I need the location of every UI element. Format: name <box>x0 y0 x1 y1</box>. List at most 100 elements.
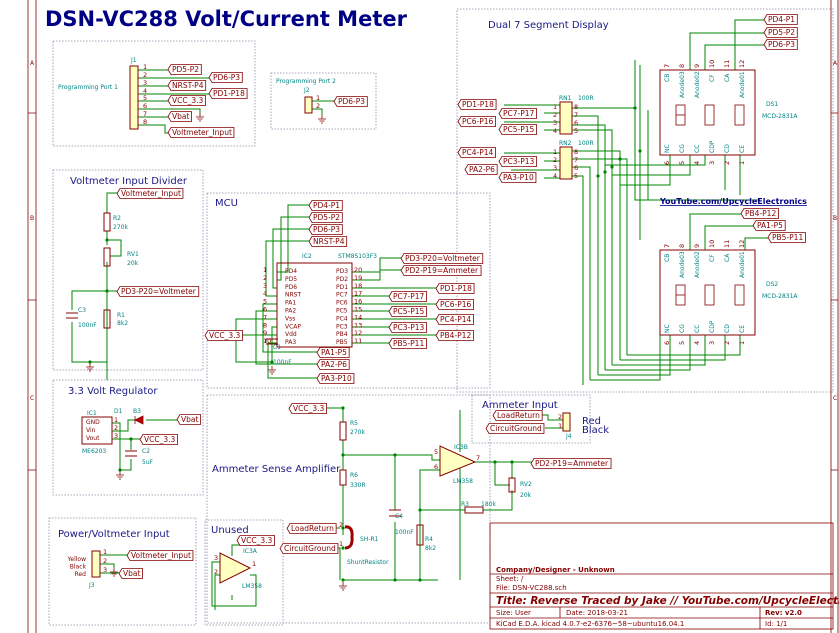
resistor-r6 <box>339 469 347 486</box>
net-label: VCC_3.3 <box>144 435 176 444</box>
net-label: Vbat <box>123 569 140 578</box>
ref-c3: C3 <box>78 307 86 314</box>
ic2-box <box>276 262 353 348</box>
net-label-outline <box>457 116 496 127</box>
value-shunt: ShuntResistor <box>347 559 389 566</box>
section-title-unused: Unused <box>211 525 249 536</box>
value-ds2: MCD-2831A <box>762 293 798 300</box>
pin-number: 1 <box>316 94 320 102</box>
net-label: PB4-P12 <box>440 331 471 340</box>
pin-name: CD <box>724 324 731 333</box>
pin-number: 6 <box>574 119 578 127</box>
ref-r1: R1 <box>117 312 125 319</box>
net-label-outline <box>752 220 786 231</box>
pin-name: Anode02 <box>694 71 701 98</box>
pin-number: 11 <box>723 60 731 68</box>
net-label: PC6-P16 <box>462 117 494 126</box>
net-label: PC4-P14 <box>440 315 472 324</box>
net-label-outline <box>400 265 482 276</box>
pin-number: 8 <box>263 321 267 329</box>
net-label: PD3-P20=Voltmeter <box>405 254 481 263</box>
pin-name: PB4 <box>336 331 348 338</box>
potentiometer-rv2 <box>508 477 516 493</box>
pin-name: Anode03 <box>679 71 686 98</box>
opamp-ic3b <box>439 445 477 477</box>
pin-number: 11 <box>354 337 362 345</box>
net-label: PC3-P13 <box>393 323 425 332</box>
pin-number: 2 <box>723 161 731 165</box>
value-rv1: 20k <box>127 260 139 267</box>
ref-j2: J2 <box>303 87 310 94</box>
pin-name: CC <box>694 145 701 153</box>
ref-ic3a: IC3A <box>243 548 258 555</box>
net-label: VCC_3.3 <box>293 404 325 413</box>
pin-number: 6 <box>663 341 671 345</box>
pin-name: CA <box>724 73 731 82</box>
pin-number: 11 <box>723 240 731 248</box>
kicad-version: KiCad E.D.A. kicad 4.0.7-e2-6376~58~ubun… <box>496 620 684 628</box>
pin-number: 12 <box>738 60 746 68</box>
value-ic3a: LM358 <box>242 583 262 590</box>
resistor-network-rn2 <box>559 146 573 180</box>
pin-name: Anode01 <box>739 71 746 98</box>
net-label: PC6-P16 <box>440 300 472 309</box>
value-r5: 270k <box>350 429 365 436</box>
net-label-outline <box>457 147 496 158</box>
ref-d1: D1 <box>114 408 123 415</box>
value-rn1: 100R <box>578 95 594 102</box>
display-ds2 <box>659 249 756 336</box>
pin-number: 6 <box>574 164 578 172</box>
pin-number: 10 <box>708 60 716 68</box>
pin-number: 6 <box>663 161 671 165</box>
net-label-outline <box>126 550 194 561</box>
pin-number: 2 <box>114 424 118 432</box>
ref-j4: J4 <box>565 433 572 440</box>
ref-rv2: RV2 <box>520 481 532 488</box>
pin-number: 8 <box>574 103 578 111</box>
net-label-outline <box>208 88 248 99</box>
youtube-link[interactable]: YouTube.com/UpcycleElectronics <box>659 197 807 206</box>
net-label: PD2-P19=Ammeter <box>405 266 479 275</box>
net-label: Vbat <box>172 112 189 121</box>
ref-j3: J3 <box>88 582 95 589</box>
pin-number: 14 <box>354 313 362 321</box>
value-rn2: 100R <box>578 140 594 147</box>
ref-r5: R5 <box>350 420 358 427</box>
net-label: Voltmeter_Input <box>172 128 232 137</box>
net-label-outline <box>279 543 339 554</box>
net-label: PB4-P12 <box>745 209 776 218</box>
net-label: PA3-P10 <box>503 173 534 182</box>
pin-number: 16 <box>354 298 362 306</box>
pin-number: 19 <box>354 274 362 282</box>
pin-number: 12 <box>738 240 746 248</box>
pin-number: 1 <box>252 560 256 568</box>
zone-marker-right: A <box>833 60 838 67</box>
pin-number: 5 <box>434 448 438 456</box>
ref-j1: J1 <box>130 57 137 64</box>
pin-name: Anode02 <box>694 251 701 278</box>
net-label: PD6-P3 <box>338 97 365 106</box>
ref-r4: R4 <box>425 536 433 543</box>
pin-name: CB <box>664 254 671 262</box>
pin-number: 7 <box>574 156 578 164</box>
net-label: PD1-P18 <box>440 284 472 293</box>
pin-number: 7 <box>663 64 671 68</box>
net-label-outline <box>116 286 200 297</box>
ref-c4: C4 <box>395 513 403 520</box>
ref-r6: R6 <box>350 472 358 479</box>
net-label-outline <box>167 95 206 106</box>
pin-number: 2 <box>316 102 320 110</box>
value-c3: 100nF <box>78 322 97 329</box>
pin-number: 3 <box>708 161 716 165</box>
net-label: PA1-P5 <box>321 348 347 357</box>
ref-ic1: IC1 <box>87 410 97 417</box>
ref-r2: R2 <box>113 215 121 222</box>
pin-number: 3 <box>553 164 557 172</box>
net-label-outline <box>435 330 474 341</box>
pin-number: 17 <box>354 290 362 298</box>
net-label: CircuitGround <box>490 424 542 433</box>
pin-name: Vout <box>86 435 100 442</box>
net-label-outline <box>139 434 178 445</box>
pin-number: 1 <box>143 63 147 71</box>
